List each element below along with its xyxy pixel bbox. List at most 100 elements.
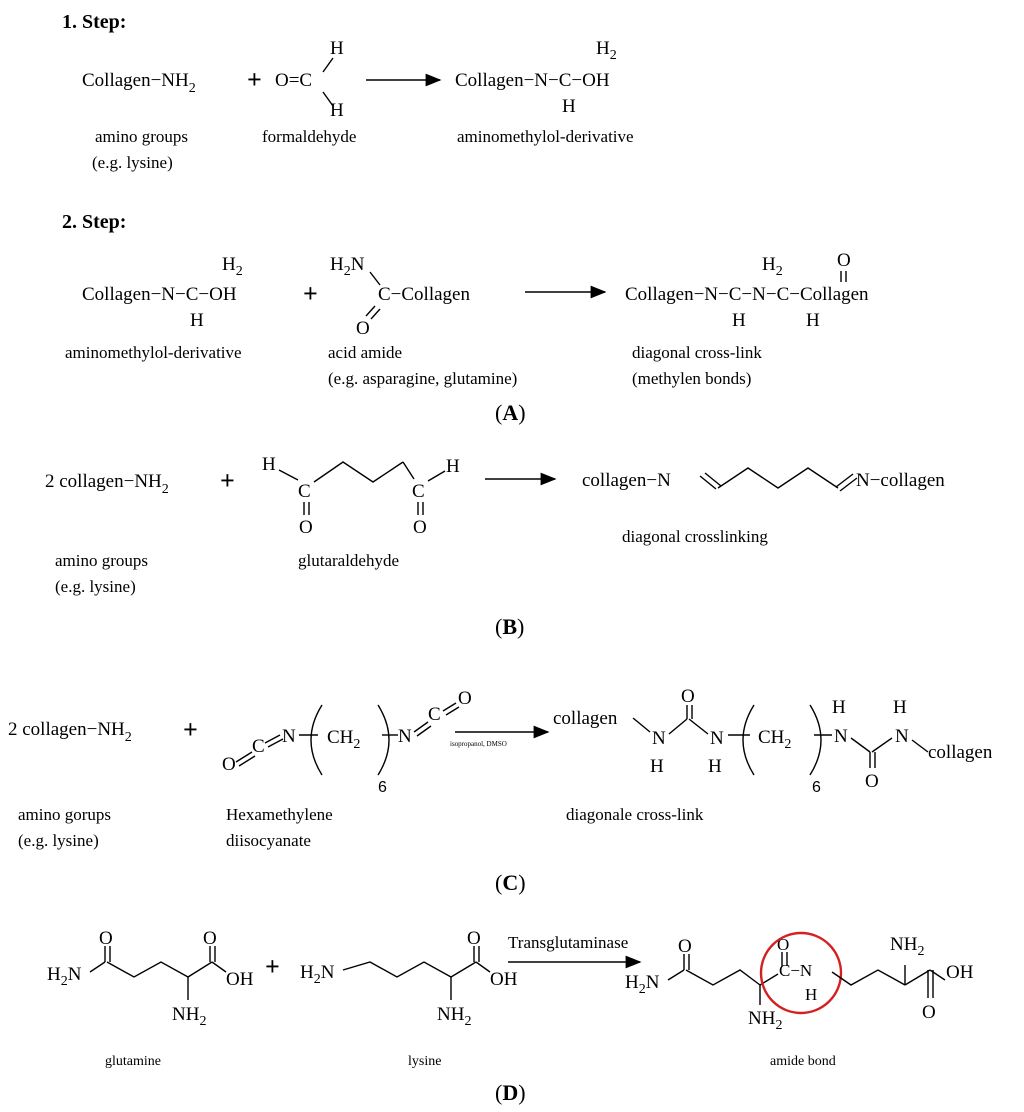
c-plus: + <box>183 715 198 744</box>
d-label-glutamine: glutamine <box>105 1054 161 1069</box>
c-reactant-collagen-nh: 2 collagen−NH2 <box>8 719 132 745</box>
acid-amide-structure: H2N C−Collagen O <box>330 254 470 339</box>
svg-text:H2: H2 <box>596 38 617 63</box>
methylene-crosslink-product: Collagen−N−C−N−C−Collagen H2 O H H <box>625 250 869 331</box>
urea-crosslink-product: collagen N H O N H CH2 6 H N O H N <box>553 686 993 796</box>
svg-text:H: H <box>190 310 204 331</box>
svg-text:H: H <box>893 697 907 718</box>
label-acid-amide: acid amide <box>328 343 402 362</box>
svg-text:CH2: CH2 <box>758 727 791 752</box>
d-enzyme-transglutaminase: Transglutaminase <box>508 933 628 952</box>
svg-text:O: O <box>837 250 851 271</box>
svg-text:collagen: collagen <box>928 742 993 763</box>
label-aminomethylol-derivative-2: aminomethylol-derivative <box>65 343 242 362</box>
svg-text:O: O <box>467 928 481 949</box>
svg-text:H: H <box>562 96 576 117</box>
svg-text:H2: H2 <box>222 254 243 279</box>
svg-text:CH2: CH2 <box>327 727 360 752</box>
step1-reactant-collagen-nh: Collagen−NH2 <box>82 70 196 96</box>
label-aminomethylol-derivative: aminomethylol-derivative <box>457 127 634 146</box>
amide-bond-product: H2N O NH2 O C−N H NH2 OH O <box>625 931 974 1033</box>
svg-text:O: O <box>458 688 472 709</box>
svg-text:NH2: NH2 <box>890 934 924 959</box>
svg-text:NH2: NH2 <box>172 1004 206 1029</box>
svg-text:O: O <box>865 771 879 792</box>
svg-text:Collagen−N−C−OH: Collagen−N−C−OH <box>455 70 610 91</box>
svg-text:C−Collagen: C−Collagen <box>378 284 470 305</box>
b-plus: + <box>220 466 235 495</box>
glutaraldehyde-structure: H C O C O H <box>262 454 460 538</box>
b-reactant-collagen-nh: 2 collagen−NH2 <box>45 471 169 497</box>
step2-reactant-aminomethylol: Collagen−N−C−OH H2 H <box>82 254 243 331</box>
svg-text:6: 6 <box>378 779 387 796</box>
c-label-diisocyanate: diisocyanate <box>226 831 311 850</box>
panel-label-b: (B) <box>495 614 524 639</box>
svg-text:N: N <box>652 728 666 749</box>
svg-text:H: H <box>708 756 722 777</box>
svg-text:H: H <box>732 310 746 331</box>
label-methylen-bonds: (methylen bonds) <box>632 369 751 388</box>
d-label-amide-bond: amide bond <box>770 1054 836 1069</box>
svg-text:6: 6 <box>812 779 821 796</box>
svg-text:H2N: H2N <box>625 972 660 997</box>
b-label-e-g-lysine: (e.g. lysine) <box>55 577 136 596</box>
c-conditions: isopropanol, DMSO <box>450 740 507 748</box>
svg-text:H: H <box>446 456 460 477</box>
formaldehyde-structure: O=C H H <box>275 38 344 121</box>
b-label-glutaraldehyde: glutaraldehyde <box>298 551 399 570</box>
lysine-structure: H2N NH2 O OH <box>300 928 518 1029</box>
svg-text:N: N <box>282 726 296 747</box>
svg-text:O: O <box>222 754 236 775</box>
svg-text:N−collagen: N−collagen <box>856 470 945 491</box>
b-label-amino-groups: amino groups <box>55 551 148 570</box>
svg-text:O: O <box>99 928 113 949</box>
svg-text:O=C: O=C <box>275 70 312 91</box>
panel-c: 2 collagen−NH2 + O C N CH2 6 N C O isopr… <box>8 686 993 895</box>
svg-text:H: H <box>806 310 820 331</box>
svg-text:N: N <box>834 726 848 747</box>
label-diagonal-cross-link: diagonal cross-link <box>632 343 762 362</box>
svg-text:OH: OH <box>226 969 254 990</box>
svg-text:OH: OH <box>490 969 518 990</box>
svg-text:H2: H2 <box>762 254 783 279</box>
label-asparagine-glutamine: (e.g. asparagine, glutamine) <box>328 369 517 388</box>
svg-text:H: H <box>330 38 344 59</box>
amide-bond-highlight-circle <box>759 931 843 1015</box>
svg-text:H2N: H2N <box>47 964 82 989</box>
svg-text:C: C <box>412 481 425 502</box>
svg-text:H2N: H2N <box>330 254 365 279</box>
svg-text:H: H <box>805 985 817 1004</box>
svg-text:H: H <box>650 756 664 777</box>
panel-label-d: (D) <box>495 1080 526 1105</box>
svg-text:O: O <box>299 517 313 538</box>
svg-text:C: C <box>298 481 311 502</box>
glutamine-structure: H2N O NH2 O OH <box>47 928 254 1029</box>
svg-text:NH2: NH2 <box>748 1008 782 1033</box>
panel-a: 1. Step: Collagen−NH2 + O=C H H Collagen… <box>62 11 869 425</box>
svg-text:O: O <box>203 928 217 949</box>
label-formaldehyde: formaldehyde <box>262 127 356 146</box>
svg-text:collagen: collagen <box>553 708 618 729</box>
svg-text:O: O <box>678 936 692 957</box>
panel-label-c: (C) <box>495 870 526 895</box>
c-label-hexamethylene: Hexamethylene <box>226 805 333 824</box>
svg-text:C: C <box>252 736 265 757</box>
svg-text:H: H <box>330 100 344 121</box>
svg-text:N: N <box>710 728 724 749</box>
svg-text:Collagen−N−C−OH: Collagen−N−C−OH <box>82 284 237 305</box>
panel-label-a: (A) <box>495 400 526 425</box>
svg-text:O: O <box>922 1002 936 1023</box>
step1-heading: 1. Step: <box>62 11 126 33</box>
hexamethylene-diisocyanate-structure: O C N CH2 6 N C O <box>222 688 472 796</box>
svg-text:NH2: NH2 <box>437 1004 471 1029</box>
svg-text:C−N: C−N <box>779 961 812 980</box>
svg-text:Collagen−N−C−N−C−Collagen: Collagen−N−C−N−C−Collagen <box>625 284 869 305</box>
d-plus: + <box>265 952 280 981</box>
aminomethylol-product: Collagen−N−C−OH H2 H <box>455 38 617 117</box>
step1-plus: + <box>247 65 262 94</box>
svg-text:O: O <box>356 318 370 339</box>
svg-text:H: H <box>832 697 846 718</box>
svg-text:OH: OH <box>946 962 974 983</box>
b-label-diagonal-crosslinking: diagonal crosslinking <box>622 527 768 546</box>
svg-text:N: N <box>398 726 412 747</box>
